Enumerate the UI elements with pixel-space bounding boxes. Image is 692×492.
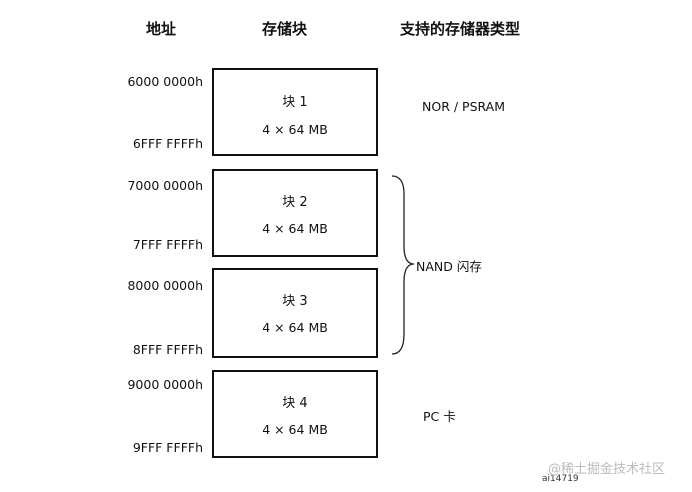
block-3-start-address: 8000 0000h <box>127 278 203 293</box>
memory-block-1: 块 1 4 × 64 MB <box>212 68 378 156</box>
block-4-label: 块 4 <box>282 396 308 411</box>
block-2-start-address: 7000 0000h <box>127 178 203 193</box>
block-4-end-address: 9FFF FFFFh <box>132 440 203 455</box>
curly-brace-icon <box>391 175 415 355</box>
watermark: @稀土掘金技术社区 <box>548 462 666 477</box>
block-3-size: 4 × 64 MB <box>262 320 328 335</box>
block-1-label: 块 1 <box>282 95 308 110</box>
memory-block-4: 块 4 4 × 64 MB <box>212 370 378 458</box>
block-4-start-address: 9000 0000h <box>127 377 203 392</box>
block-2-label: 块 2 <box>282 195 308 210</box>
figure-id: ai14719 <box>542 474 579 484</box>
block-3-end-address: 8FFF FFFFh <box>132 342 203 357</box>
block-1-end-address: 6FFF FFFFh <box>132 136 203 151</box>
address-column-header: 地址 <box>146 20 177 38</box>
block-1-size: 4 × 64 MB <box>262 122 328 137</box>
nor-psram-label: NOR / PSRAM <box>422 99 506 114</box>
block-4-size: 4 × 64 MB <box>262 422 328 437</box>
block-3-label: 块 3 <box>282 294 308 309</box>
block-2-size: 4 × 64 MB <box>262 221 328 236</box>
memory-type-column-header: 支持的存储器类型 <box>400 20 521 38</box>
pc-card-label: PC 卡 <box>423 409 456 424</box>
memory-block-2: 块 2 4 × 64 MB <box>212 169 378 257</box>
block-2-end-address: 7FFF FFFFh <box>132 237 203 252</box>
nand-flash-label: NAND 闪存 <box>416 259 482 274</box>
block-column-header: 存储块 <box>262 20 308 38</box>
block-1-start-address: 6000 0000h <box>127 74 203 89</box>
memory-block-3: 块 3 4 × 64 MB <box>212 268 378 358</box>
